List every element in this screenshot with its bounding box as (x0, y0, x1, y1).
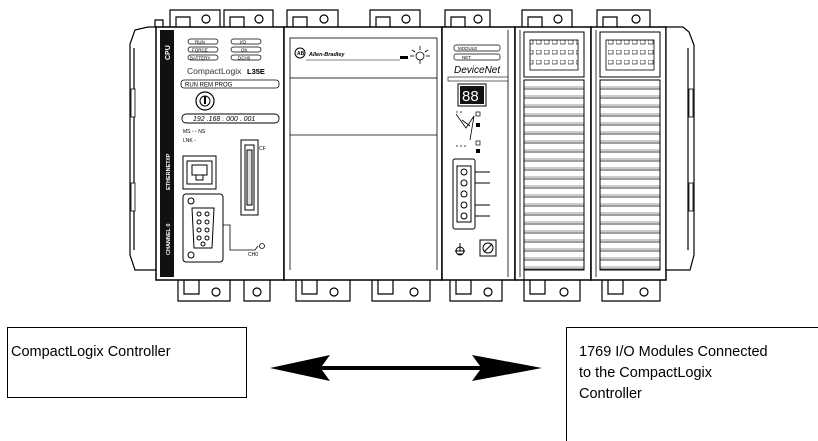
mode-labels: RUN REM PROG (185, 83, 233, 89)
address-switch-icon (479, 239, 497, 257)
ab-logo-mark: AB (297, 51, 305, 57)
top-clip (521, 9, 573, 27)
cf-label: CF (259, 146, 266, 152)
led-dch0-label: DCH0 (238, 56, 251, 61)
cf-card-slot (240, 139, 259, 216)
keyswitch (195, 91, 215, 111)
net-led-label: NET (462, 55, 471, 60)
ethernet-label: ETHERNET/IP (166, 153, 172, 190)
devicenet-module: MODULE NET DeviceNet 88 (441, 26, 516, 281)
controller-callout-text: CompactLogix Controller (11, 344, 171, 360)
brand-label: CompactLogix (187, 66, 242, 76)
led-battery-label: BATTERY (190, 56, 210, 61)
top-clip (286, 9, 339, 27)
top-clip (223, 9, 274, 27)
top-din-clips (169, 9, 651, 27)
cpu-label: CPU (165, 45, 172, 60)
power-supply-module: AB Allen-Bradley (283, 26, 443, 281)
led-run-label: RUN (195, 40, 205, 45)
controller-module: CPU ETHERNET/IP CHANNEL 0 RUN FORCE BATT… (155, 26, 285, 281)
serial-port (182, 193, 224, 263)
ab-logo: Allen-Bradley (308, 52, 345, 58)
io-module-2 (590, 26, 667, 281)
bottom-clip (243, 280, 271, 302)
bottom-clip (601, 280, 661, 302)
top-clip (444, 9, 491, 27)
bottom-clip (523, 280, 581, 302)
top-clip (169, 9, 221, 27)
bottom-din-clips (177, 280, 661, 302)
ip-address: 192 .168 . 000 . 001 (193, 116, 255, 123)
ethernet-port (182, 155, 217, 190)
top-clip (596, 9, 651, 27)
io-callout-line: to the CompactLogix (579, 365, 712, 381)
bottom-clip (295, 280, 351, 302)
led-io-label: I/O (240, 40, 247, 45)
right-end-cap (665, 26, 695, 271)
channel-label: CHANNEL 0 (166, 224, 172, 255)
ms-ns-label: MS ▫ ▫ NS (183, 129, 206, 135)
devicenet-brand: DeviceNet (454, 65, 501, 76)
seven-segment-display: 88 (462, 88, 479, 105)
top-clip (369, 9, 421, 27)
led-force-label: FORCE (192, 48, 208, 53)
io-module-1 (514, 26, 592, 281)
led-ok-label: OK (241, 48, 248, 53)
ch0-label: CH0 (248, 252, 258, 258)
controller-callout: CompactLogix Controller (7, 327, 247, 398)
status-leds (187, 38, 262, 61)
io-modules-callout: 1769 I/O Modules Connected to the Compac… (566, 327, 818, 441)
devicenet-connector (452, 158, 490, 230)
lnk-label: LNK ▫ (183, 138, 196, 144)
bottom-clip (177, 280, 231, 302)
ground-symbol-icon (455, 243, 465, 256)
network-symbol (455, 111, 475, 147)
bottom-clip (449, 280, 503, 302)
double-arrow (270, 355, 542, 381)
model-label: L35E (247, 67, 265, 76)
module-led-label: MODULE (458, 46, 477, 51)
power-light-icon (410, 46, 430, 64)
bottom-clip (371, 280, 431, 302)
io-callout-line: Controller (579, 386, 642, 402)
io-callout-line: 1769 I/O Modules Connected (579, 344, 768, 360)
